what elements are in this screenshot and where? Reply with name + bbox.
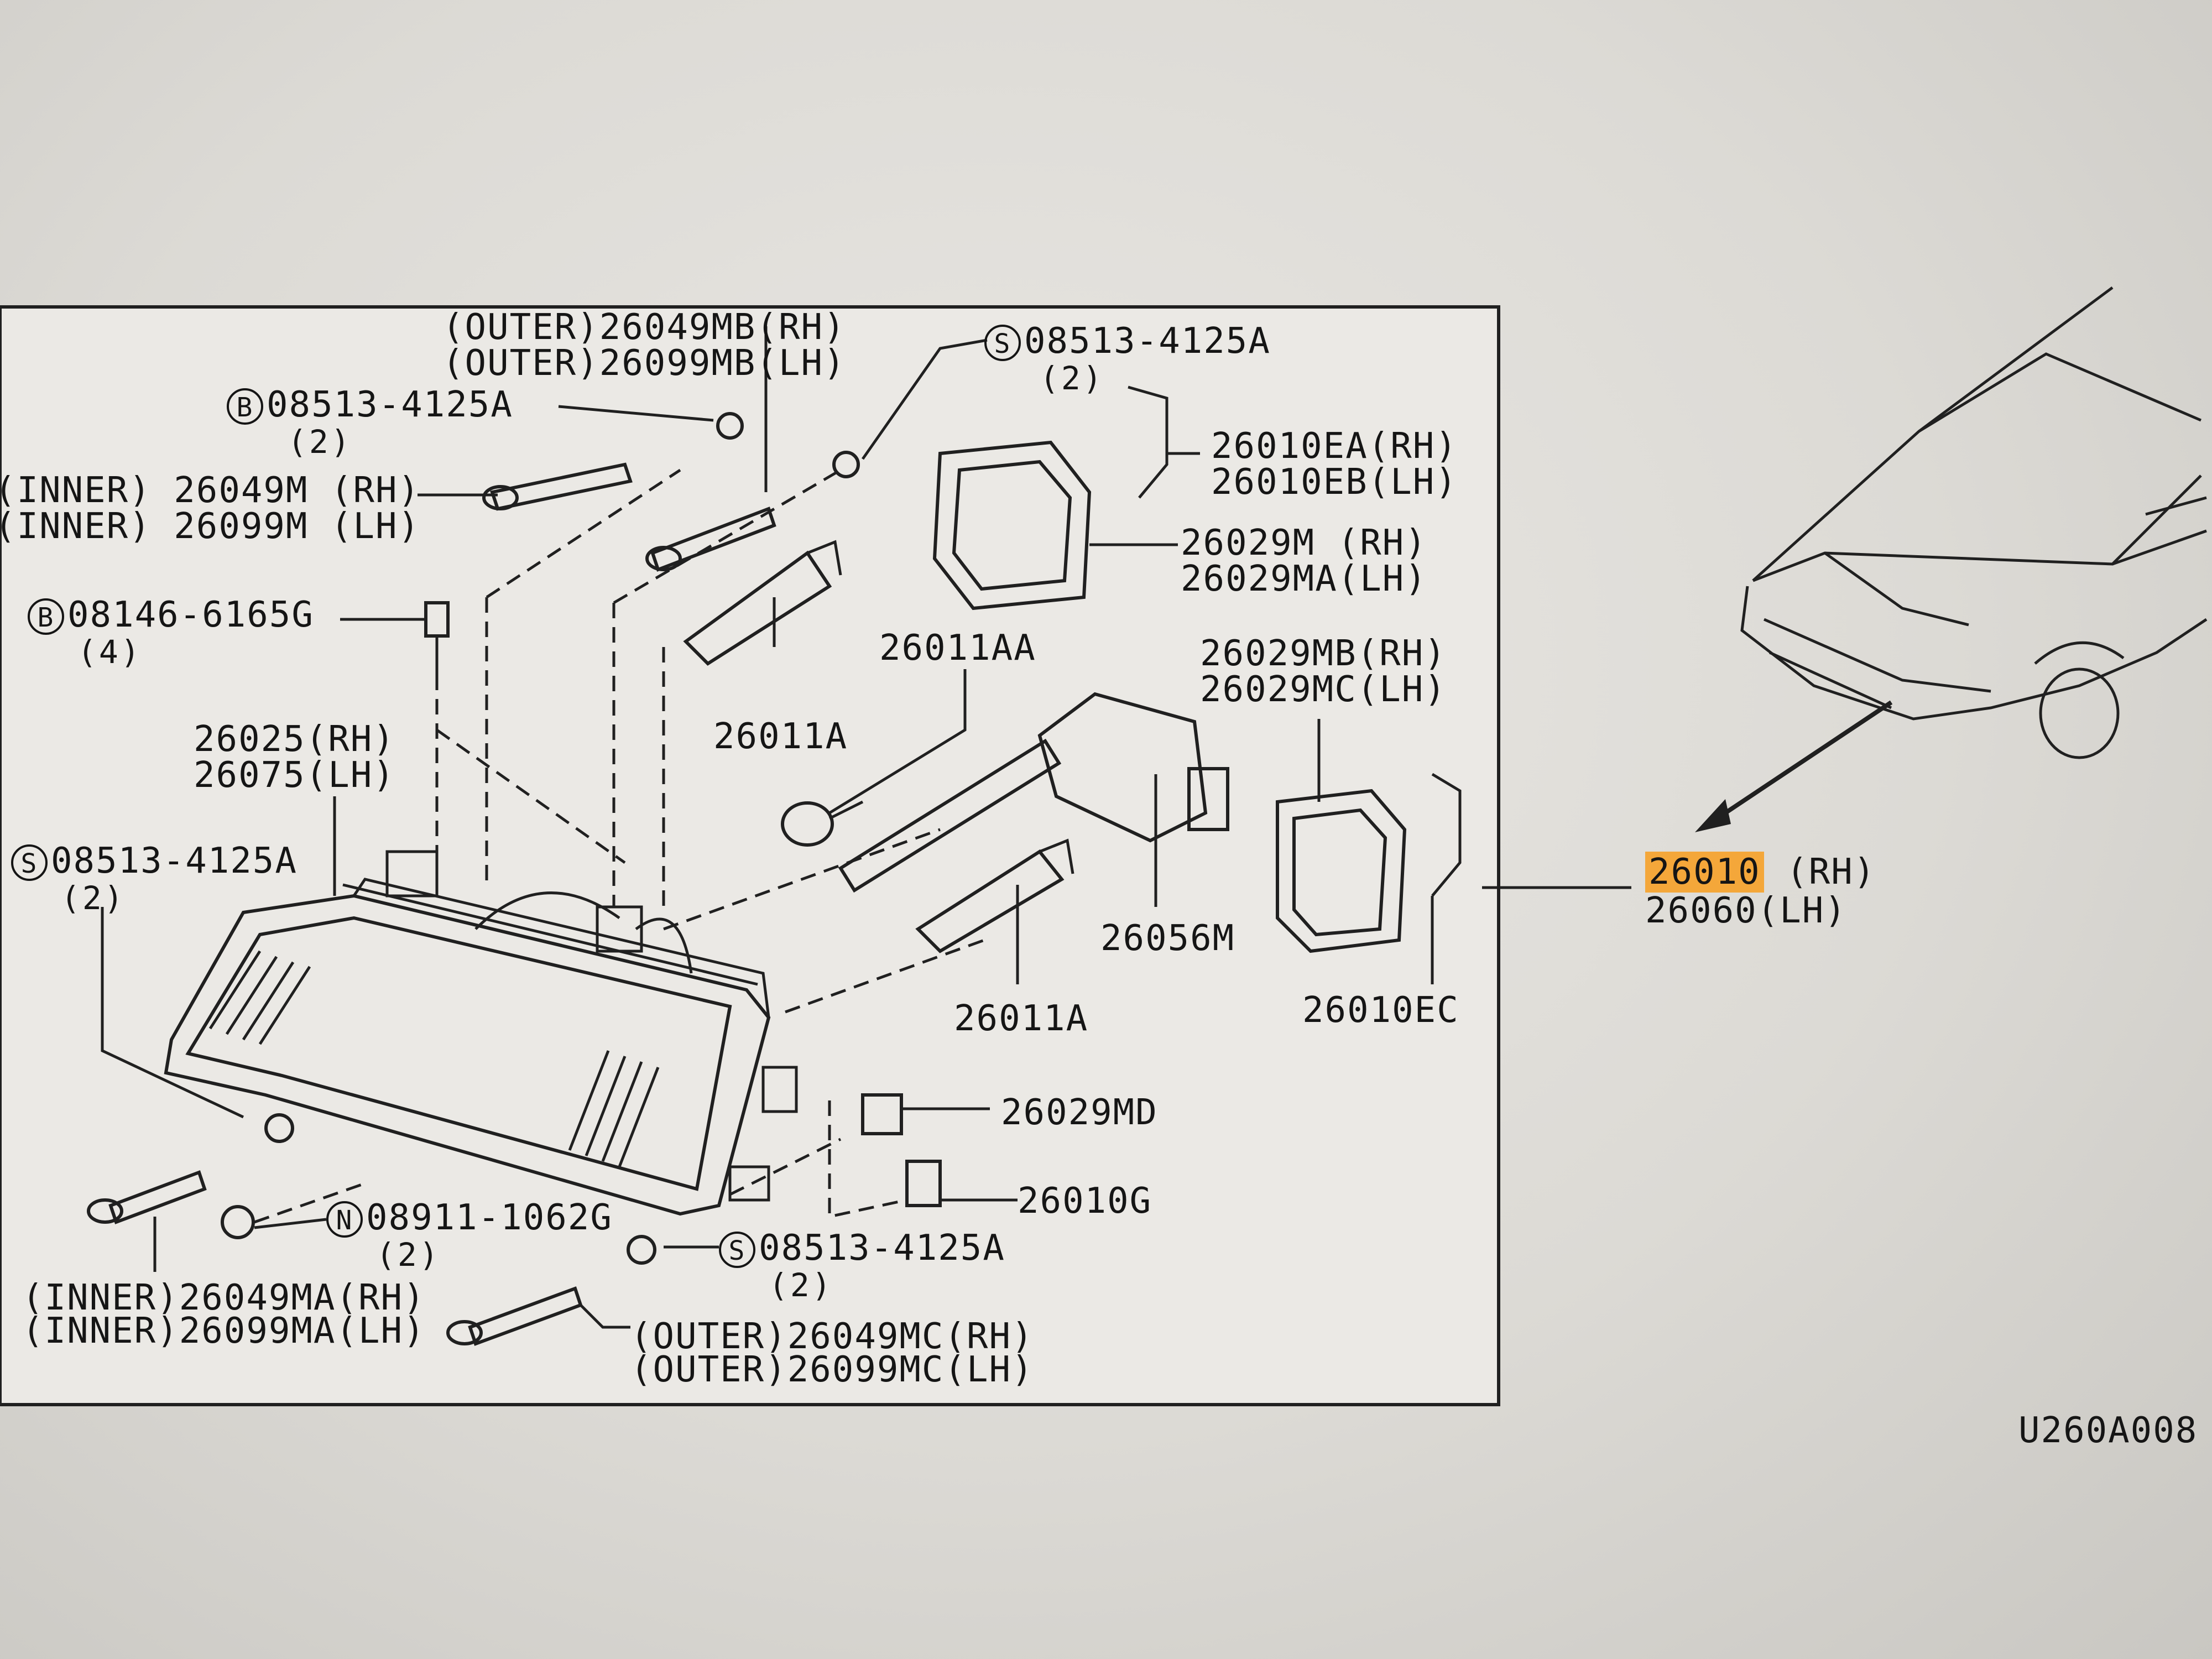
s-symbol-icon: S bbox=[984, 325, 1021, 362]
label-26011aa: 26011AA bbox=[879, 628, 1036, 669]
leader-lines bbox=[101, 326, 1631, 1329]
headlamp-assembly bbox=[164, 850, 798, 1216]
label-inner-26099m: (INNER) 26099M (LH) bbox=[0, 506, 421, 547]
label-inner-26099ma: (INNER)26099MA(LH) bbox=[22, 1311, 426, 1352]
label-26029m: 26029M (RH) bbox=[1181, 523, 1427, 564]
label-26010eb: 26010EB(LH) bbox=[1211, 462, 1458, 503]
label-s-screw-left-qty: (2) bbox=[61, 879, 126, 917]
rh-suffix: (RH) bbox=[1786, 852, 1876, 893]
highlighted-part-number: 26010 bbox=[1645, 852, 1764, 893]
gasket-26029M bbox=[932, 440, 1092, 611]
diagram-frame bbox=[0, 305, 1500, 1406]
label-b-screw-1-qty: (2) bbox=[288, 423, 352, 461]
label-inner-26049m: (INNER) 26049M (RH) bbox=[0, 470, 421, 511]
label-26029ma: 26029MA(LH) bbox=[1181, 559, 1427, 599]
label-26029mc: 26029MC(LH) bbox=[1200, 669, 1447, 710]
label-26010g: 26010G bbox=[1018, 1181, 1152, 1222]
label-26011a-upper: 26011A bbox=[713, 716, 848, 757]
figure-code: U260A008 bbox=[2018, 1410, 2198, 1451]
socket-26011A-upper bbox=[683, 540, 842, 666]
part-number: 08911-1062G bbox=[366, 1197, 613, 1238]
label-26056m: 26056M bbox=[1100, 918, 1235, 959]
gasket-26029MB bbox=[1276, 789, 1407, 953]
label-n-nut-qty: (2) bbox=[376, 1236, 441, 1274]
label-26011a-lower: 26011A bbox=[954, 998, 1089, 1039]
label-outer-26049mb: (OUTER)26049MB(RH) bbox=[442, 307, 846, 348]
label-outer-26049mc: (OUTER)26049MC(RH) bbox=[630, 1316, 1034, 1357]
label-main-26060: 26060(LH) bbox=[1645, 890, 1847, 931]
part-number: 08513-4125A bbox=[759, 1228, 1005, 1269]
s-symbol-icon: S bbox=[719, 1232, 755, 1269]
label-s-screw-bottom-qty: (2) bbox=[769, 1266, 833, 1304]
assembly-dashes bbox=[254, 468, 985, 1224]
n-symbol-icon: N bbox=[326, 1201, 363, 1238]
label-s-screw-top-qty: (2) bbox=[1040, 359, 1104, 397]
connector-26029MD bbox=[861, 1093, 903, 1135]
label-b-screw-2-qty: (4) bbox=[77, 633, 142, 671]
part-number: 08146-6165G bbox=[67, 594, 314, 635]
b-symbol-icon: B bbox=[227, 388, 263, 425]
screws bbox=[221, 412, 860, 1265]
part-number: 08513-4125A bbox=[1024, 321, 1271, 362]
label-26075: 26075(LH) bbox=[194, 755, 395, 796]
part-number: 08513-4125A bbox=[267, 384, 513, 425]
part-number: 08513-4125A bbox=[51, 841, 298, 881]
socket-26011A-lower bbox=[915, 838, 1074, 953]
clip-26010G bbox=[905, 1160, 942, 1207]
label-26029md: 26029MD bbox=[1001, 1092, 1158, 1133]
label-26010ec: 26010EC bbox=[1302, 990, 1459, 1031]
label-outer-26099mc: (OUTER)26099MC(LH) bbox=[630, 1349, 1034, 1390]
label-main-26010: 26010 (RH) bbox=[1645, 852, 1876, 893]
label-inner-26049ma: (INNER)26049MA(RH) bbox=[22, 1277, 426, 1318]
s-symbol-icon: S bbox=[11, 844, 48, 881]
b-symbol-icon: B bbox=[28, 598, 64, 635]
car-illustration bbox=[1695, 286, 2208, 832]
label-26029mb: 26029MB(RH) bbox=[1200, 633, 1447, 674]
bulb-26011AA bbox=[781, 800, 864, 847]
label-26010ea: 26010EA(RH) bbox=[1211, 426, 1458, 467]
label-26025: 26025(RH) bbox=[194, 719, 395, 760]
fog-bulb-26056M bbox=[838, 692, 1229, 893]
label-outer-26099mb: (OUTER)26099MB(LH) bbox=[442, 343, 846, 384]
